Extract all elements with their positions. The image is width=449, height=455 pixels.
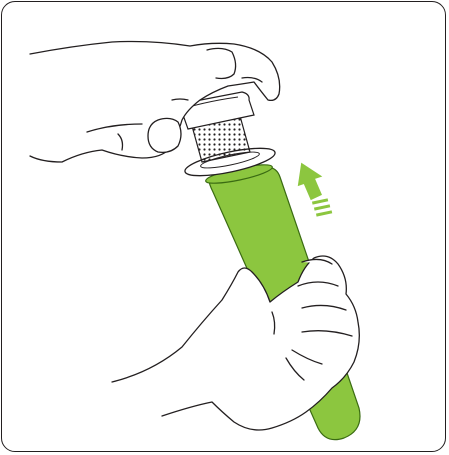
instruction-illustration [2, 2, 446, 452]
up-arrow-icon [295, 161, 333, 217]
